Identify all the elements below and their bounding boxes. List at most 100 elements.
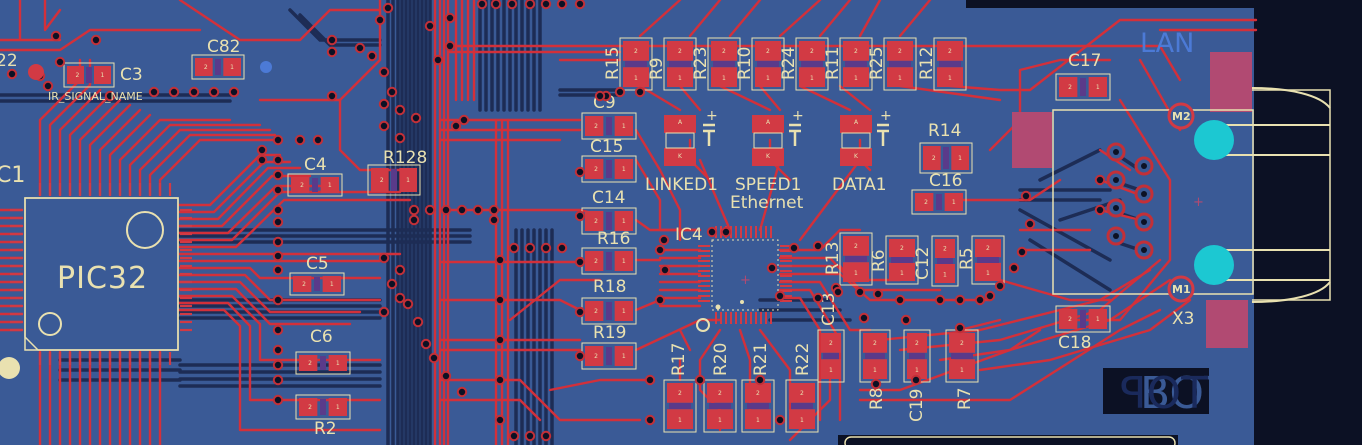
via: [458, 114, 470, 126]
svg-text:2: 2: [986, 245, 990, 252]
via: [456, 386, 468, 398]
svg-text:+: +: [706, 108, 718, 124]
svg-text:1: 1: [948, 75, 952, 82]
svg-text:1: 1: [336, 360, 340, 367]
via: [812, 292, 824, 304]
via: [556, 242, 568, 254]
via: [488, 214, 500, 226]
via: [832, 286, 844, 298]
via: [272, 294, 284, 306]
via: [540, 0, 552, 10]
via: [440, 204, 452, 216]
via: [272, 204, 284, 216]
via: [272, 169, 284, 181]
via: [312, 134, 324, 146]
part-r22: 21: [785, 379, 819, 433]
refdes-c17: C17: [1068, 51, 1102, 71]
svg-text:A: A: [678, 119, 683, 126]
part-r13: 21: [839, 232, 873, 286]
via: [766, 262, 778, 274]
svg-text:2: 2: [756, 390, 760, 397]
via: [386, 86, 398, 98]
via: [494, 414, 506, 426]
part-c13: 21: [817, 329, 845, 383]
via: [894, 294, 906, 306]
svg-text:1: 1: [622, 123, 626, 130]
via: [6, 68, 18, 80]
svg-text:1: 1: [766, 75, 770, 82]
part-r5: 21: [971, 235, 1005, 285]
via: [402, 298, 414, 310]
via: [444, 12, 456, 24]
via: [394, 264, 406, 276]
via: [456, 204, 468, 216]
via: [408, 204, 420, 216]
refdes-r23: R23: [691, 47, 711, 80]
refdes-r22: R22: [793, 343, 813, 376]
svg-text:2: 2: [1068, 84, 1072, 91]
via: [256, 144, 268, 156]
part-r6: 21: [885, 235, 919, 285]
via: [659, 264, 671, 276]
mount-m2-label: M2: [1172, 110, 1191, 123]
via: [494, 254, 506, 266]
ic4-chip: IC4 Ethernet: [675, 193, 804, 332]
svg-text:2: 2: [76, 72, 80, 79]
svg-text:2: 2: [380, 177, 384, 184]
svg-text:+: +: [792, 108, 804, 124]
svg-text:2: 2: [308, 360, 312, 367]
svg-text:1: 1: [898, 75, 902, 82]
svg-text:1: 1: [328, 182, 332, 189]
via: [272, 250, 284, 262]
part-r10: 21: [751, 37, 785, 91]
part-r23: 21: [707, 37, 741, 91]
svg-text:2: 2: [854, 48, 858, 55]
via: [394, 132, 406, 144]
via: [424, 20, 436, 32]
top-copper-traces: [0, 0, 1258, 445]
refdes-r20: R20: [711, 343, 731, 376]
svg-text:2: 2: [1068, 316, 1072, 323]
svg-text:1: 1: [873, 367, 877, 374]
refdes-c6: C6: [310, 327, 333, 347]
via: [476, 0, 488, 10]
part-c12: 21: [931, 235, 959, 287]
part-c19: 21: [903, 329, 931, 383]
via: [508, 430, 520, 442]
refdes-c82: C82: [207, 37, 241, 57]
refdes-c15: C15: [590, 137, 624, 157]
via: [574, 0, 586, 10]
refdes-r17: R17: [669, 343, 689, 376]
svg-text:2: 2: [634, 48, 638, 55]
via: [788, 242, 800, 254]
svg-text:1: 1: [678, 75, 682, 82]
via: [1094, 204, 1106, 216]
board-edge-top: [966, 0, 1256, 8]
svg-text:1: 1: [336, 404, 340, 411]
bottom-dark-strip: [838, 435, 1178, 445]
via: [614, 86, 626, 98]
via: [574, 350, 586, 362]
svg-text:2: 2: [924, 199, 928, 206]
part-r9: 21: [663, 37, 697, 91]
via: [410, 112, 422, 124]
via: [378, 120, 390, 132]
via: [774, 414, 786, 426]
refdes-c19: C19: [907, 388, 927, 422]
svg-text:1: 1: [915, 367, 919, 374]
via: [378, 98, 390, 110]
svg-text:1: 1: [756, 417, 760, 424]
via: [508, 242, 520, 254]
via: [524, 430, 536, 442]
refdes-r24: R24: [779, 47, 799, 80]
via: [858, 312, 870, 324]
svg-text:1: 1: [960, 367, 964, 374]
svg-text:1: 1: [622, 353, 626, 360]
refdes-r15: R15: [603, 47, 623, 80]
svg-text:2: 2: [594, 258, 598, 265]
pic32-chip: PIC32 C1: [0, 163, 192, 379]
refdes-r19: R19: [593, 323, 626, 343]
